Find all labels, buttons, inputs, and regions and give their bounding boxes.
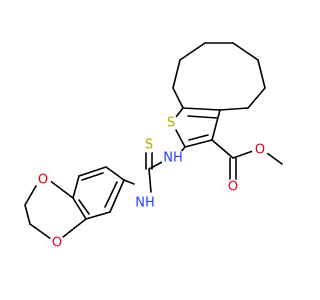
dioxane-lower-oxygen-atom: O <box>49 235 65 251</box>
dioxane-upper-oxygen-atom: O <box>35 172 51 188</box>
atom-background <box>162 151 184 166</box>
ester-ether-oxygen-label: O <box>255 143 265 158</box>
bond <box>188 134 209 141</box>
thiophene-sulfur-atom: S <box>163 115 179 131</box>
atom-background <box>141 137 157 153</box>
atom-background <box>163 115 179 131</box>
bond <box>29 223 52 240</box>
bond <box>232 42 259 61</box>
bond <box>219 107 249 111</box>
atom-layer: S S NH NH O O O O <box>35 115 268 251</box>
dioxane-upper-oxygen-label: O <box>38 173 48 188</box>
bond <box>247 87 266 109</box>
bond <box>266 152 283 165</box>
bond <box>172 87 184 109</box>
bond <box>148 168 152 193</box>
ester-ether-oxygen-atom: O <box>252 142 268 158</box>
bond <box>105 166 125 181</box>
bond <box>257 59 266 89</box>
aryl-nitrogen-atom: NH <box>134 195 156 211</box>
bond <box>184 139 213 148</box>
bond <box>104 181 118 208</box>
atom-background <box>35 172 51 188</box>
molecule-structure: S S NH NH O O O O <box>24 42 283 251</box>
atom-background <box>49 235 65 251</box>
bond <box>182 107 221 111</box>
bond <box>78 199 90 215</box>
bond <box>179 42 206 61</box>
bond <box>187 115 218 119</box>
ester-carbonyl-oxygen-atom: O <box>225 179 241 195</box>
bond <box>72 175 80 199</box>
bond <box>175 129 186 148</box>
aryl-nitrogen-label: NH <box>135 196 155 211</box>
thione-sulfur-label: S <box>145 138 153 153</box>
bond <box>172 59 181 89</box>
bond <box>48 179 74 199</box>
bond <box>232 150 254 159</box>
amide-nitrogen-atom: NH <box>162 151 184 166</box>
amide-nitrogen-label: NH <box>163 151 183 166</box>
bond <box>211 139 234 159</box>
thione-sulfur-atom: S <box>141 137 157 153</box>
atom-background <box>134 195 156 210</box>
atom-background <box>252 142 268 158</box>
ester-carbonyl-oxygen-label: O <box>228 180 238 195</box>
bond <box>81 172 104 181</box>
bond <box>62 218 87 238</box>
bond <box>78 166 107 177</box>
bond <box>24 204 31 225</box>
bond <box>72 197 87 220</box>
atom-background <box>225 179 241 195</box>
bond <box>109 179 125 213</box>
bond <box>123 179 135 185</box>
thiophene-sulfur-label: S <box>167 116 175 131</box>
bond <box>211 109 221 141</box>
bond <box>24 185 37 206</box>
bond <box>175 107 184 118</box>
dioxane-lower-oxygen-label: O <box>52 236 62 251</box>
bond-layer <box>24 42 283 240</box>
bond <box>85 211 111 220</box>
